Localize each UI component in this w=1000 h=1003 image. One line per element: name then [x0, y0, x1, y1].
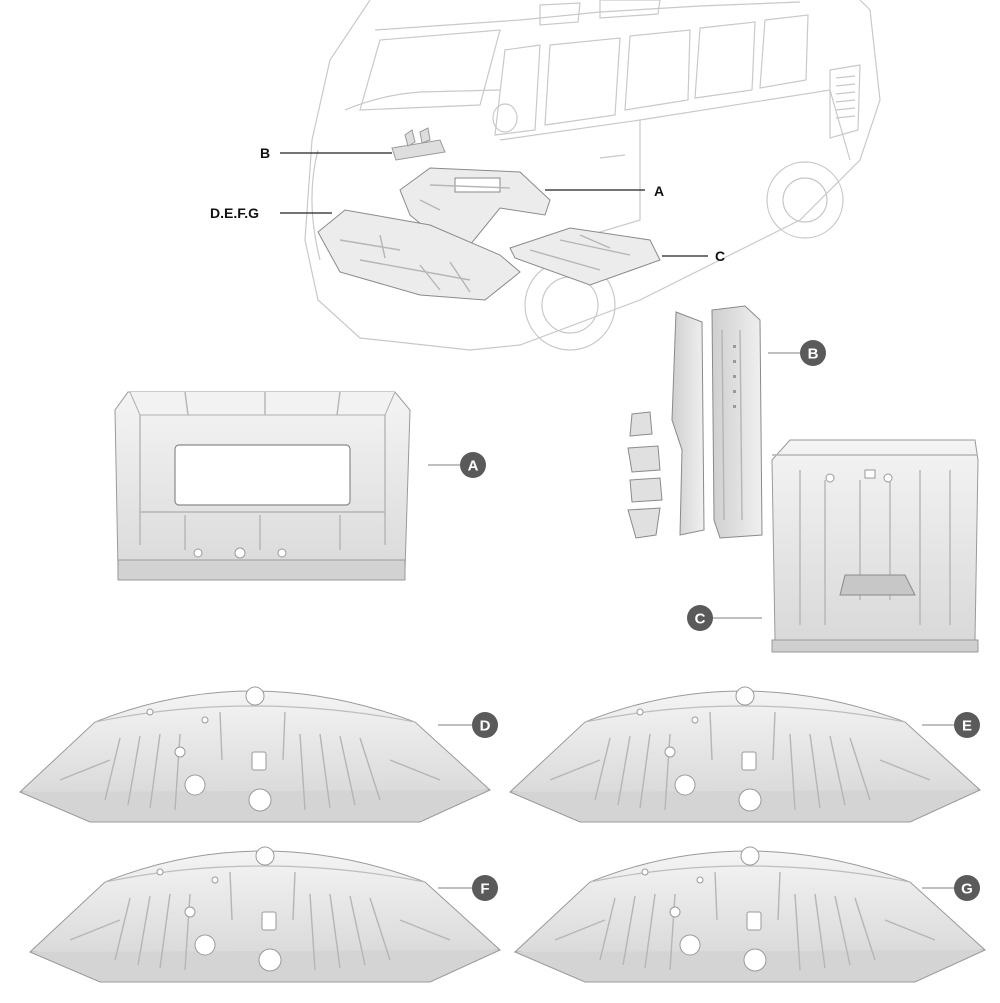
badge-e-text: E: [962, 718, 972, 735]
van-part-c: [509, 227, 661, 286]
badge-e: [954, 712, 980, 738]
part-c-floorpan: [771, 439, 979, 653]
badge-c: [687, 605, 713, 631]
label-c: C: [715, 248, 725, 264]
badge-a-text: A: [468, 458, 479, 475]
badge-c-text: C: [695, 611, 706, 628]
label-defg: D.E.F.G: [210, 205, 259, 221]
badge-a: [460, 452, 486, 478]
badge-g: [954, 875, 980, 901]
van-illustration: [304, 0, 881, 351]
van-part-b: [391, 127, 446, 161]
part-f-panel: [29, 846, 501, 983]
label-b: B: [260, 145, 270, 161]
badge-b-text: B: [808, 346, 819, 363]
badge-b: [800, 340, 826, 366]
part-e-panel: [509, 686, 981, 823]
badge-d: [472, 712, 498, 738]
badge-g-text: G: [961, 881, 973, 898]
part-b-pillars: [627, 305, 763, 539]
badge-d-text: D: [480, 718, 491, 735]
label-a: A: [654, 183, 664, 199]
badge-f-text: F: [480, 881, 489, 898]
van-part-defg: [317, 209, 521, 301]
part-a-panel: [114, 391, 411, 581]
badge-f: [472, 875, 498, 901]
part-g-panel: [514, 846, 986, 983]
part-d-panel: [19, 686, 491, 823]
